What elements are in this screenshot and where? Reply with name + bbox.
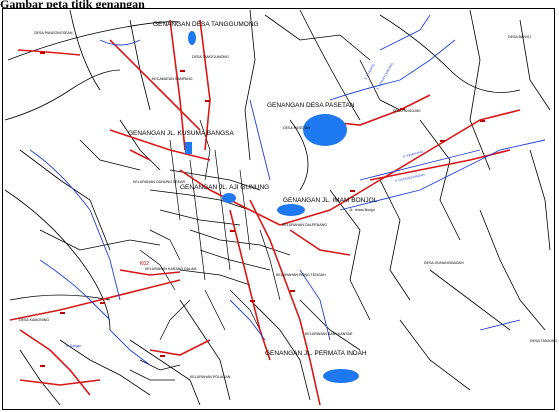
label-desa-gunungmadah: DESA GUNUNGMADAH: [424, 261, 464, 265]
label-kel-gunung-sekar: KELURAHAN GUNUNG SEKAR: [133, 180, 186, 184]
label-desa-tanggumong: DESA TANGGUMONG: [192, 55, 229, 59]
label-kel-polagan: KELURAHAN POLAGAN: [190, 375, 231, 379]
flood-zone-tanggumong: [188, 31, 196, 45]
flood-zones: [185, 31, 359, 383]
flood-zone-imam-bonjol: [277, 204, 305, 216]
label-kel-dalpenang: KELURAHAN DALPENANG: [282, 223, 327, 227]
label-jl-imam-bonjol: JL. Imam Bonjol: [349, 208, 375, 212]
flood-zone-aji-gunung: [222, 193, 236, 203]
label-kecamatan-sampang: KECAMATAN SAMPANG: [152, 77, 193, 81]
label-genangan-tanggumong: GENANGAN DESA TANGGUMONG: [153, 21, 259, 28]
flood-zone-permata: [323, 369, 359, 383]
label-desa-pangongsean: DESA PANGONGSEAN: [34, 31, 73, 35]
label-k02: K02: [140, 261, 149, 267]
label-kel-banyuanyar: KELURAHAN BANYUANYAR: [305, 332, 353, 336]
label-genangan-permata: GENANGAN JL. PERMATA INDAH: [265, 350, 367, 357]
label-kel-karang-dalam: KELURAHAN KARANG DALAM: [145, 267, 197, 271]
rivers: [29, 14, 546, 366]
road-markers: [40, 52, 485, 367]
label-desa-tanjung: DESA TANJUNG: [530, 339, 557, 343]
label-genangan-aji-gunung: GENANGAN JL. AJI GUNUNG: [180, 184, 269, 191]
label-genangan-pasetan: GENANGAN DESA PASETAN: [267, 102, 355, 109]
label-desa-pasetan: DESA PASETAN: [283, 126, 310, 130]
urban-roads: [129, 119, 291, 381]
label-s-dangdu: S. Dangdu: [66, 344, 81, 348]
flood-zone-kusuma: [185, 142, 192, 154]
figure-caption: Gambar peta titik genangan: [0, 0, 559, 8]
label-kel-rong-tengah: KELURAHAN RONG TENGAH: [276, 273, 326, 277]
label-s-gunung-madah: S. GUNUNG MADAH: [394, 173, 425, 183]
label-s-kemuning: S. KEMUNING: [402, 150, 424, 159]
label-desa-kamoning: DESA KAMONING: [19, 318, 49, 322]
label-desa-banyu: DESA BANYU: [508, 35, 531, 39]
label-genangan-imam-bonjol: GENANGAN JL. IMAM BONJOL: [283, 197, 378, 204]
flood-zone-pasetan: [303, 114, 347, 146]
label-desa-panggung: DESA PANGGUNG: [393, 109, 421, 113]
label-genangan-kusuma: GENANGAN JL. KUSUMA BANGSA: [128, 130, 234, 137]
